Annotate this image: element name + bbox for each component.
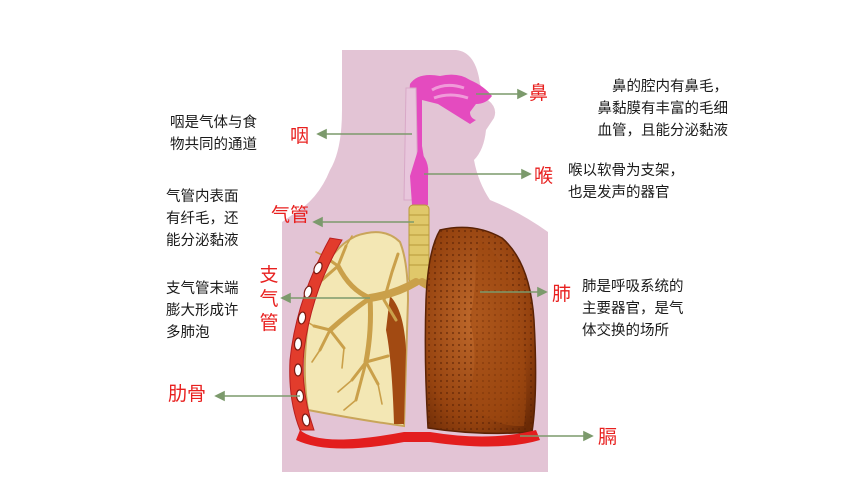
desc-pharynx: 咽是气体与食 物共同的通道 xyxy=(170,112,257,156)
desc-trachea: 气管内表面 有纤毛，还 能分泌黏液 xyxy=(166,186,239,252)
larynx-part xyxy=(410,150,429,205)
label-bronchus: 支气管 xyxy=(259,264,279,334)
desc-line: 多肺泡 xyxy=(166,325,210,341)
label-larynx: 喉 xyxy=(534,165,554,187)
rib-band xyxy=(289,237,343,431)
trachea-tube xyxy=(408,204,430,284)
desc-line: 支气管末端 xyxy=(166,281,239,297)
label-lung: 肺 xyxy=(552,283,572,305)
desc-line: 膨大形成许 xyxy=(166,303,239,319)
label-rib: 肋骨 xyxy=(168,383,207,405)
desc-line: 肺是呼吸系统的 xyxy=(582,279,684,295)
desc-line: 能分泌黏液 xyxy=(166,233,239,249)
desc-line: 主要器官，是气 xyxy=(582,301,684,317)
desc-line: 鼻黏膜有丰富的毛细 xyxy=(597,101,729,117)
label-pharynx: 咽 xyxy=(290,125,310,147)
desc-line: 血管，且能分泌黏液 xyxy=(597,123,729,139)
desc-line: 也是发声的器官 xyxy=(568,185,670,201)
desc-line: 体交换的场所 xyxy=(582,323,669,339)
diaphragm-band xyxy=(296,430,540,449)
desc-line: 有纤毛，还 xyxy=(166,211,239,227)
desc-lung: 肺是呼吸系统的 主要器官，是气 体交换的场所 xyxy=(582,276,684,342)
desc-nose: 鼻的腔内有鼻毛， 鼻黏膜有丰富的毛细 血管，且能分泌黏液 xyxy=(558,76,729,142)
rib-segments xyxy=(293,261,323,427)
desc-larynx: 喉以软骨为支架， 也是发声的器官 xyxy=(568,160,684,204)
label-nose: 鼻 xyxy=(529,82,549,104)
desc-bronchus: 支气管末端 膨大形成许 多肺泡 xyxy=(166,278,239,344)
pointer-lines xyxy=(214,88,594,442)
left-lung-shadow xyxy=(386,296,406,424)
right-lung-inner xyxy=(468,240,527,427)
desc-line: 鼻的腔内有鼻毛， xyxy=(612,79,728,95)
desc-line: 喉以软骨为支架， xyxy=(568,163,684,179)
nasal-cavity xyxy=(408,74,492,176)
label-trachea: 气管 xyxy=(271,204,310,226)
desc-line: 气管内表面 xyxy=(166,189,239,205)
nasal-detail xyxy=(431,83,469,100)
desc-line: 物共同的通道 xyxy=(170,137,257,153)
desc-line: 咽是气体与食 xyxy=(170,115,257,131)
label-diaphragm: 膈 xyxy=(598,426,618,448)
